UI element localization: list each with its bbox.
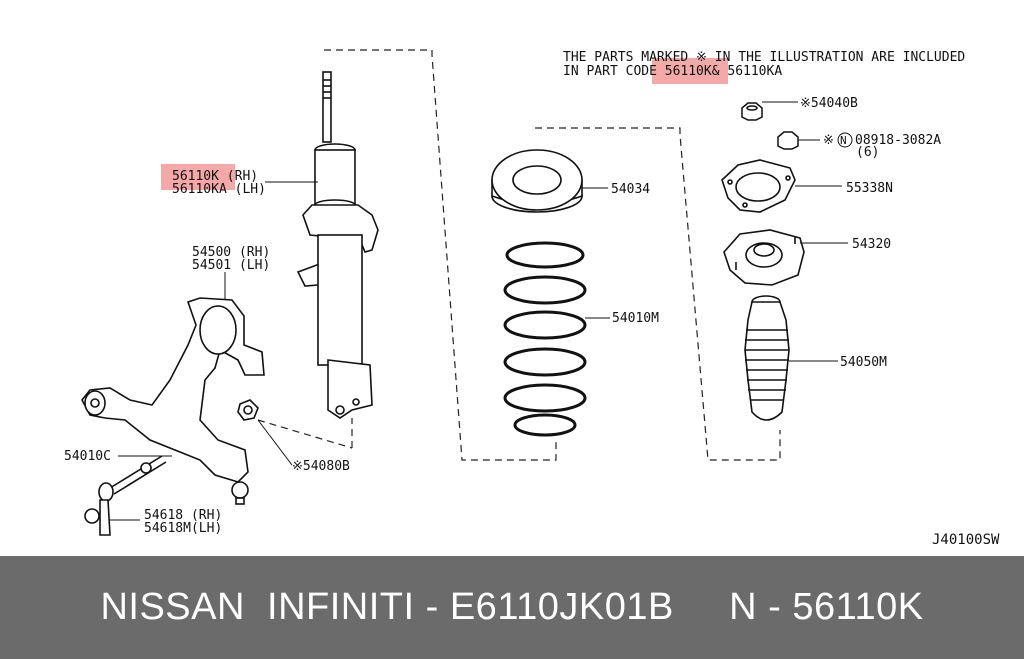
- spring-seat: [491, 149, 583, 213]
- highlight-note-code: [652, 58, 728, 84]
- note-line-2-suffix: & 56110KA: [712, 64, 783, 79]
- knuckle-assembly: [81, 297, 265, 505]
- label-strut-lh: 56110KA (LH): [172, 182, 266, 197]
- footer-text: NISSAN INFINITI - E6110JK01B N - 56110K: [100, 586, 924, 628]
- note-line-2: IN PART CODE 56110K& 56110KA: [563, 64, 782, 79]
- note-line-2-code: 56110K: [665, 64, 712, 79]
- label-knuckle-rh: 54500 (RH): [192, 245, 270, 260]
- label-bushing-nut: ※54080B: [292, 459, 350, 474]
- label-mount: 54320: [852, 237, 891, 252]
- note-line-2-prefix: IN PART CODE: [563, 64, 665, 79]
- nut-top: [741, 102, 763, 121]
- nut-flange: [777, 131, 799, 150]
- label-lower-link: 54010C: [64, 449, 111, 464]
- label-stabilizer-rh: 54618 (RH): [144, 508, 222, 523]
- parts-diagram: THE PARTS MARKED ※ IN THE ILLUSTRATION A…: [64, 49, 1001, 548]
- label-strut-rh: 56110K (RH): [172, 169, 258, 184]
- label-insulator: 55338N: [846, 181, 893, 196]
- label-spring-seat: 54034: [611, 182, 650, 197]
- strut-assembly: [296, 71, 379, 419]
- label-stabilizer-lh: 54618M(LH): [144, 521, 222, 536]
- label-nut-marker: ※: [823, 133, 834, 148]
- label-nut-circle: N: [840, 134, 847, 147]
- coil-spring: [503, 241, 587, 437]
- group-outline-strut: [257, 49, 557, 461]
- leader-lines: [110, 101, 848, 521]
- highlight-strut-code: [161, 164, 235, 190]
- label-nut-code: 08918-3082A: [855, 133, 941, 148]
- mount: [723, 229, 805, 286]
- insulator: [721, 159, 796, 213]
- label-bound-bumper: 54050M: [840, 355, 887, 370]
- label-nut-qty: (6): [856, 145, 879, 160]
- stabilizer-link: [84, 455, 167, 536]
- footer-banner: NISSAN INFINITI - E6110JK01B N - 56110K: [0, 556, 1024, 659]
- label-knuckle-lh: 54501 (LH): [192, 258, 270, 273]
- bound-bumper: [744, 295, 790, 421]
- circle-n-icon: [837, 132, 853, 148]
- diagram-code: J40100SW: [932, 532, 1000, 548]
- group-outline-spring: [535, 127, 781, 461]
- label-coil-spring: 54010M: [612, 311, 659, 326]
- label-nut-top: ※54040B: [800, 96, 858, 111]
- note-line-1: THE PARTS MARKED ※ IN THE ILLUSTRATION A…: [563, 50, 965, 65]
